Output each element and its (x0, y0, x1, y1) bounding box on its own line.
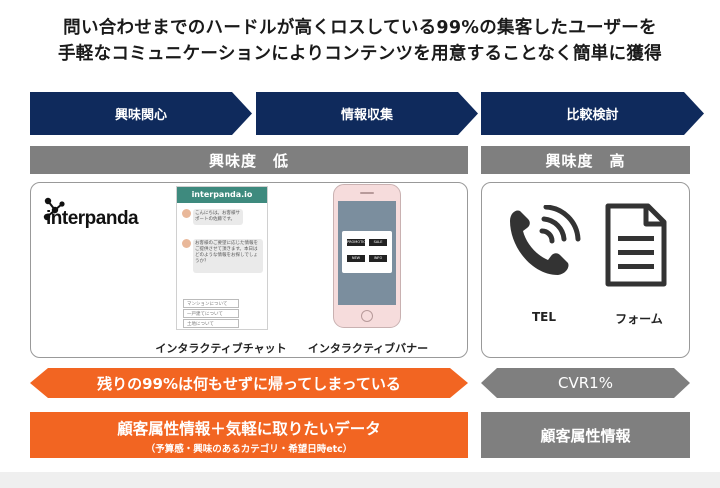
interest-low-bar: 興味度 低 (30, 146, 468, 174)
stage-comparison: 比較検討 (481, 92, 704, 135)
chat-header: interpanda.io (177, 187, 267, 203)
banner-popup: PROMOTION SALE NEW INFO (342, 231, 392, 273)
interactive-banner-phone: PROMOTION SALE NEW INFO (333, 184, 401, 328)
stage-label: 比較検討 (566, 108, 619, 123)
phone-screen: PROMOTION SALE NEW INFO (338, 201, 396, 305)
chat-option[interactable]: 土地について (183, 319, 239, 328)
headline-line-1: 問い合わせまでのハードルが高くロスしている99%の集客したユーザーを (63, 18, 657, 38)
stage-label: 興味関心 (114, 108, 167, 123)
form-document-icon (605, 203, 667, 287)
customer-info-box: 顧客属性情報 (481, 412, 690, 458)
chat-option[interactable]: マンションについて (183, 299, 239, 308)
tel-label: TEL (531, 310, 557, 324)
chat-option[interactable]: 一戸建てについて (183, 309, 239, 318)
phone-home-button (361, 310, 373, 322)
cvr-arrow: CVR1% (481, 368, 690, 398)
gain-box: 顧客属性情報＋気軽に取りたいデータ （予算感・興味のあるカテゴリ・希望日時etc… (30, 412, 468, 458)
agent-avatar (182, 239, 191, 248)
chat-caption: インタラクティブチャット (155, 342, 287, 355)
stage-label: 情報収集 (340, 108, 393, 123)
banner-button[interactable]: PROMOTION (347, 239, 369, 246)
interest-high-bar: 興味度 高 (481, 146, 690, 174)
footer-bar (0, 472, 720, 488)
gain-main-text: 顧客属性情報＋気軽に取りたいデータ (117, 420, 381, 438)
banner-button[interactable]: SALE (369, 239, 387, 246)
interpanda-logo-text: interpanda (46, 208, 139, 229)
interpanda-logo-icon (43, 197, 65, 221)
customer-info-text: 顧客属性情報 (540, 426, 631, 445)
cvr-text: CVR1% (558, 374, 613, 392)
chat-bubble: お客様のご要望に応じた情報をご提供させて頂きます。本日はどのような情報をお探しで… (193, 239, 263, 273)
banner-button[interactable]: NEW (347, 255, 365, 262)
gain-sub-text: （予算感・興味のあるカテゴリ・希望日時etc） (145, 444, 353, 455)
headline-line-2: 手軽なコミュニケーションによりコンテンツを用意することなく簡単に獲得 (58, 44, 662, 64)
interactive-chat-mock: interpanda.io こんにちは。お客様サポートの佐藤です。 お客様のご要… (176, 186, 268, 330)
banner-button[interactable]: INFO (369, 255, 387, 262)
chat-bubble: こんにちは。お客様サポートの佐藤です。 (193, 209, 243, 225)
loss-text: 残りの99%は何もせずに帰ってしまっている (97, 374, 401, 393)
stage-info-gathering: 情報収集 (256, 92, 478, 135)
agent-avatar (182, 209, 191, 218)
interpanda-logo: interpanda (42, 196, 162, 236)
banner-caption: インタラクティブバナー (307, 342, 429, 355)
loss-arrow: 残りの99%は何もせずに帰ってしまっている (30, 368, 468, 398)
stage-interest: 興味関心 (30, 92, 252, 135)
phone-speaker (360, 192, 374, 194)
form-label: フォーム (615, 312, 663, 326)
phone-icon (510, 205, 581, 275)
